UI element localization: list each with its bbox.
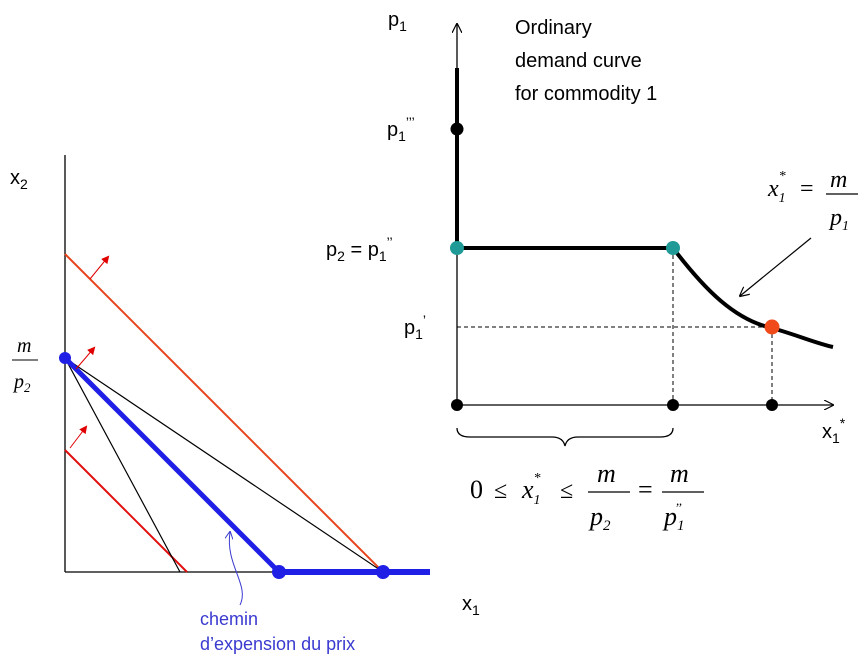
price-label-triple: p1’’’: [387, 114, 415, 144]
intercept-fraction: m p2: [12, 335, 38, 395]
svg-text:m: m: [17, 335, 31, 357]
black-point: [766, 399, 778, 411]
right-x-axis-label: x1*: [822, 415, 846, 446]
black-budget-line-steep: [64, 357, 181, 573]
demand-formula: x1* = m p1: [767, 167, 858, 234]
path-label-line2: d’expension du prix: [200, 634, 355, 654]
svg-text:=: =: [638, 475, 653, 504]
black-point: [667, 399, 679, 411]
svg-text:p1: p1: [828, 205, 849, 234]
path-label: chemin: [200, 609, 258, 629]
black-budget-line-flat: [64, 357, 384, 573]
orange-point: [764, 319, 780, 335]
right-y-axis-label: p1: [388, 9, 407, 34]
svg-text:m: m: [597, 459, 616, 488]
teal-point: [666, 241, 680, 255]
blue-price-expansion-path: [63, 356, 281, 574]
right-graph: p1 x1* Ordinary demand curve for commodi…: [326, 9, 858, 447]
orange-budget-line-high: [64, 253, 384, 573]
blue-point: [272, 565, 286, 579]
svg-text:m: m: [670, 459, 689, 488]
shift-arrow-icon: [75, 346, 96, 370]
left-y-axis-label: x2: [10, 167, 28, 192]
formula-pointer-arrow: [740, 237, 812, 296]
svg-text:p2: p2: [588, 502, 611, 534]
left-graph: x2 x1 m p2 chemin d’expension du prix: [10, 155, 480, 654]
black-point: [451, 399, 463, 411]
blue-point: [376, 565, 390, 579]
teal-point: [450, 241, 464, 255]
red-budget-line-low: [64, 449, 188, 573]
range-inequality: 0 ≤ x1* ≤ m p2 = m p1’’: [470, 459, 704, 534]
right-graph-title-line3: for commodity 1: [515, 83, 657, 105]
range-brace: [456, 427, 674, 447]
shift-arrow-icon: [89, 255, 110, 280]
black-point: [450, 122, 464, 136]
blue-point: [59, 352, 71, 364]
svg-text:0: 0: [470, 475, 483, 504]
right-graph-title: Ordinary: [515, 17, 592, 39]
right-graph-title-line2: demand curve: [515, 50, 642, 72]
svg-text:x1*: x1*: [521, 471, 541, 508]
svg-text:=: =: [800, 176, 814, 202]
svg-text:p2: p2: [12, 371, 31, 395]
price-label-single: p1’: [404, 312, 426, 342]
path-label-pointer: [229, 532, 243, 606]
svg-text:m: m: [830, 167, 847, 193]
shift-arrow-icon: [69, 425, 88, 449]
demand-hyperbola-segment: [671, 246, 834, 349]
svg-text:x1*: x1*: [767, 169, 786, 206]
svg-text:≤: ≤: [494, 478, 507, 504]
price-label-double: p2 = p1’’: [326, 234, 393, 264]
left-x-axis-label: x1: [462, 593, 480, 618]
svg-text:p1’’: p1’’: [662, 500, 685, 534]
svg-text:≤: ≤: [560, 478, 573, 504]
